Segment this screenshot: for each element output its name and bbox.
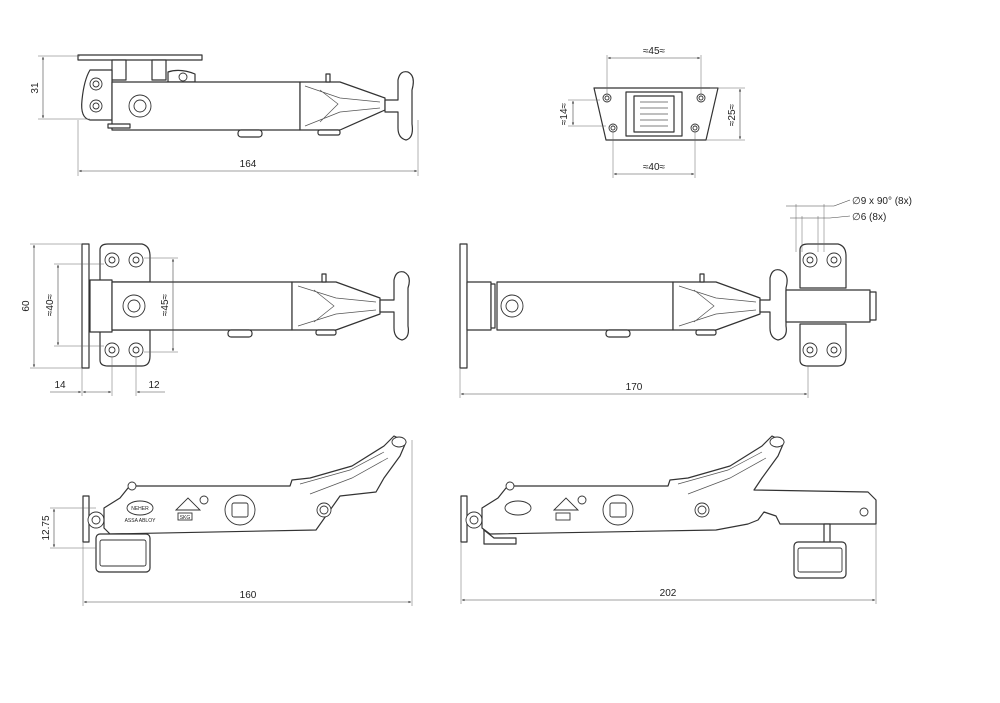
dim-side-open-length: 202: [660, 588, 677, 599]
top-view: 31 164: [30, 54, 419, 176]
dim-top-length: 164: [240, 159, 257, 170]
sub-brand-label: ASSA ABLOY: [125, 518, 157, 524]
front-closed-view: 60 ≈40≈ ≈45≈ 14 12: [21, 243, 410, 396]
side-open-view: 202: [460, 435, 877, 604]
dim-plate-height: ≈25≈: [727, 103, 738, 126]
dim-plate-width-bottom: ≈40≈: [643, 162, 666, 173]
cert-mark: SKG: [180, 515, 191, 521]
dim-hole-spacing-2: ≈45≈: [160, 293, 171, 316]
dim-top-height: 31: [30, 82, 41, 94]
brand-label: NEHER: [131, 506, 149, 512]
dim-plate-inner-height: ≈14≈: [559, 102, 570, 125]
dim-hole-spec-1: ∅9 x 90° (8x): [852, 196, 912, 207]
dim-offset-right: 12: [148, 380, 160, 391]
front-open-view: 170 ∅9 x 90° (8x) ∅6 (8x): [459, 196, 912, 398]
dim-hole-spec-2: ∅6 (8x): [852, 212, 886, 223]
dim-side-offset: 12.75: [41, 515, 52, 540]
dim-front-height: 60: [21, 300, 32, 312]
dim-plate-width-top: ≈45≈: [643, 46, 666, 57]
plate-view: ≈45≈ ≈40≈ ≈14≈ ≈25≈: [559, 46, 745, 178]
dim-open-length: 170: [626, 382, 643, 393]
side-closed-view: NEHER ASSA ABLOY SKG 12.75 160: [41, 435, 413, 606]
dim-hole-spacing-1: ≈40≈: [45, 293, 56, 316]
dim-offset-left: 14: [54, 380, 66, 391]
dim-side-closed-length: 160: [240, 590, 257, 601]
